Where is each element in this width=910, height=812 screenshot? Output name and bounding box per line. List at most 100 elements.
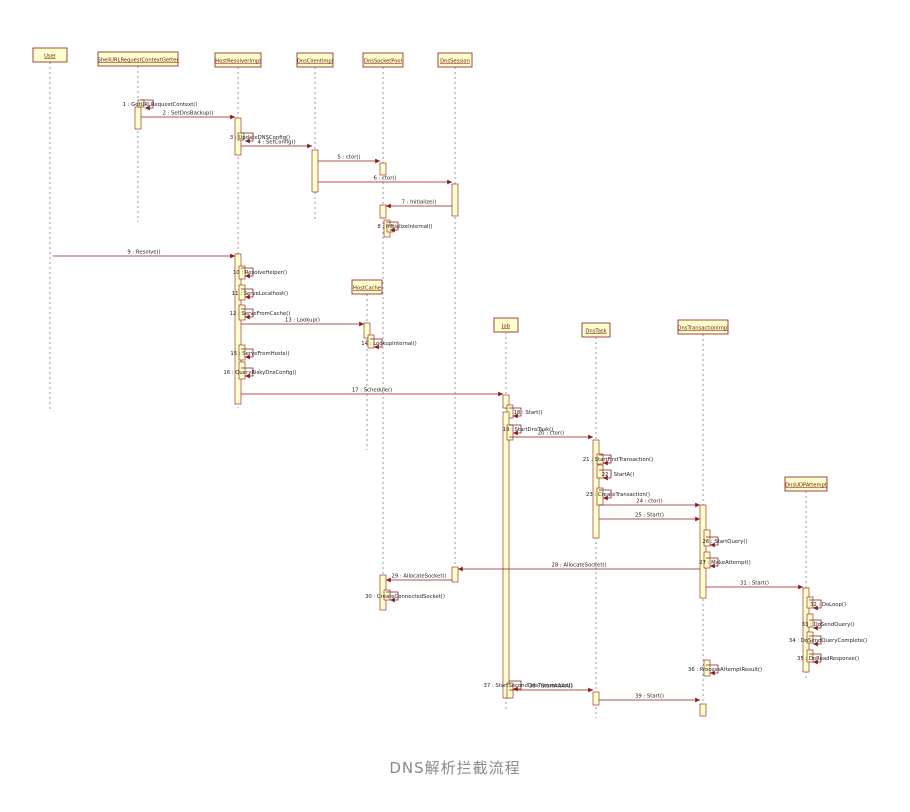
activation-bar <box>703 551 711 569</box>
activation-bar <box>238 344 246 361</box>
lifeline-label: HostResolverImpl <box>215 59 260 65</box>
message-label: 6 : ctor() <box>373 176 396 182</box>
message-label: 4 : SetConfig() <box>257 140 295 146</box>
activation-bar <box>134 106 142 130</box>
lifeline-label: DnsUDPAttempt <box>785 483 827 489</box>
lifeline-label: ShellURLRequestContextGetter <box>98 58 180 64</box>
message-36: 36 : ProcessAttemptResult() <box>688 664 762 676</box>
lifeline-box <box>351 279 383 295</box>
lifeline-header-dnsclientimpl: DnsClientImpl <box>296 52 334 68</box>
message-label: 31 : Start() <box>740 581 769 587</box>
self-message-arrow <box>809 635 822 647</box>
activation-bar <box>506 404 514 419</box>
message-label: 16 : QueryRiskyDnsConfig() <box>223 370 296 376</box>
lifeline-header-shellurlrequestcontextgetter: ShellURLRequestContextGetter <box>98 51 180 67</box>
message-35: 35 : DoReadResponse() <box>797 653 859 665</box>
message-38: 38 : StartAAAA() <box>509 684 593 693</box>
message-31: 31 : Start() <box>706 581 803 590</box>
message-9: 9 : Resolve() <box>53 250 235 259</box>
message-label: 18 : Start() <box>514 410 543 416</box>
activation-bar <box>802 587 810 673</box>
message-10: 10 : ResolveHelper() <box>233 267 287 279</box>
message-22: 22 : StartA() <box>599 469 635 481</box>
self-message-arrow <box>370 338 383 350</box>
message-label: 36 : ProcessAttemptResult() <box>688 667 762 673</box>
message-label: 7 : Initialize() <box>402 200 437 206</box>
self-message-arrow <box>706 664 719 676</box>
message-6: 6 : ctor() <box>318 176 452 185</box>
message-label: 37 : StartSecondDnsTransaction() <box>484 683 573 689</box>
message-label: 28 : AllocateSocket() <box>551 563 606 569</box>
lifeline-box <box>32 47 68 63</box>
message-label: 19 : StartDnsTask() <box>503 427 554 433</box>
message-label: 20 : ctor() <box>538 431 564 437</box>
lifeline-header-dnssocketpool: DnsSocketPool <box>362 52 404 68</box>
message-29: 29 : AllocateSocket() <box>386 574 452 583</box>
message-1: 1 : GetURLRequestContext() <box>123 99 198 111</box>
figure-caption: DNS解析拦截流程 <box>389 759 521 777</box>
activation-bar <box>596 464 604 479</box>
activation-bar <box>596 453 604 465</box>
message-23: 23 : CreateTransaction() <box>586 489 650 501</box>
self-message-arrow <box>509 407 522 419</box>
self-message-arrow <box>706 557 719 569</box>
message-label: 17 : Schedule() <box>352 388 392 394</box>
messages: 1 : GetURLRequestContext() 2 : SetDnsBack… <box>53 99 867 703</box>
self-message-arrow <box>599 454 612 466</box>
message-label: 5 : ctor() <box>337 155 360 161</box>
lifeline-header-hostresolverimpl: HostResolverImpl <box>214 52 262 68</box>
activation-bar <box>451 566 459 583</box>
self-message-arrow <box>241 367 254 379</box>
lifeline-header-hostcache: HostCache <box>351 279 383 295</box>
message-label: 3 : UpdateDNSConfig() <box>230 135 290 141</box>
message-label: 8 : InitializeInternal() <box>377 224 432 230</box>
message-label: 27 : MakeAttempt() <box>699 560 751 566</box>
message-33: 33 : DoSendQuery() <box>802 619 854 631</box>
lifeline-header-job: Job <box>493 317 519 333</box>
message-label: 10 : ResolveHelper() <box>233 270 287 276</box>
self-message-arrow <box>809 599 822 611</box>
message-label: 13 : Lookup() <box>285 318 320 324</box>
lifeline-label: DnsSession <box>440 59 470 65</box>
activation-bar <box>311 149 319 193</box>
message-12: 12 : ServeFromCache() <box>230 308 291 320</box>
message-label: 30 : CreateConnectedSocket() <box>365 594 445 600</box>
message-8: 8 : InitializeInternal() <box>377 221 433 233</box>
self-message-arrow <box>509 424 522 436</box>
lifeline-label: HostCache <box>353 286 381 292</box>
self-message-arrow <box>386 221 399 233</box>
message-label: 21 : StartFirstTransaction() <box>583 457 653 463</box>
activation-bar <box>806 596 814 609</box>
activation-bar <box>238 361 246 380</box>
message-19: 19 : StartDnsTask() <box>503 424 554 436</box>
lifeline-box <box>296 52 334 68</box>
message-4: 4 : SetConfig() <box>241 140 312 149</box>
lifeline-header-dnssession: DnsSession <box>437 52 473 68</box>
lifeline-box <box>784 476 828 492</box>
self-message-arrow <box>599 469 612 481</box>
message-15: 15 : ServeFromHosts() <box>230 348 290 360</box>
message-5: 5 : ctor() <box>318 155 380 164</box>
message-30: 30 : CreateConnectedSocket() <box>365 591 445 603</box>
message-label: 12 : ServeFromCache() <box>230 311 291 317</box>
sequence-diagram: 1 : GetURLRequestContext() 2 : SetDnsBack… <box>32 47 867 718</box>
activation-bar <box>806 613 814 628</box>
lifeline-label: Job <box>501 324 511 330</box>
self-message-arrow <box>241 348 254 360</box>
message-label: 26 : StartQuery() <box>702 539 747 545</box>
lifeline-box <box>677 319 729 335</box>
self-message-arrow <box>809 619 822 631</box>
message-label: 22 : StartA() <box>602 472 635 478</box>
activation-bar <box>238 304 246 321</box>
self-message-arrow <box>241 132 254 144</box>
message-label: 2 : SetDnsBackup() <box>163 111 214 117</box>
message-label: 1 : GetURLRequestContext() <box>123 102 198 108</box>
self-message-arrow <box>141 99 154 111</box>
message-18: 18 : Start() <box>509 407 543 419</box>
lifeline-label: DnsClientImpl <box>297 59 333 65</box>
message-24: 24 : ctor() <box>599 499 700 508</box>
lifeline-header-user: User <box>32 47 68 63</box>
message-label: 24 : ctor() <box>636 499 662 505</box>
activation-bar <box>451 183 459 217</box>
message-label: 9 : Resolve() <box>127 250 160 256</box>
